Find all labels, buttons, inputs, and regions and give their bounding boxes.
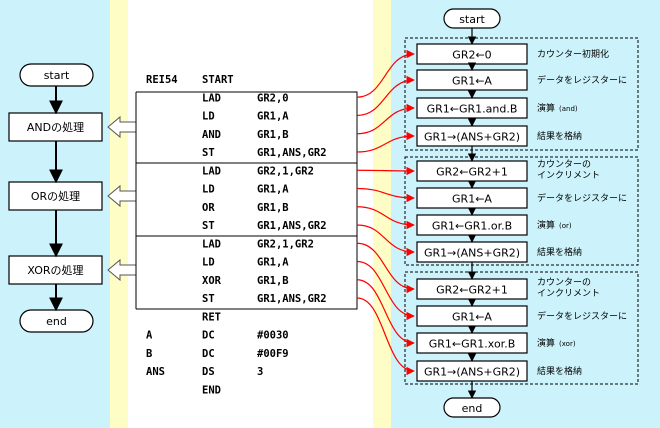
hollow-arrow xyxy=(107,184,137,208)
right-process-label: GR1→(ANS+GR2) xyxy=(424,247,520,260)
code-cell: RET xyxy=(202,311,221,323)
right-process-label: GR1←GR1.xor.B xyxy=(429,338,516,351)
code-link-arrow xyxy=(356,224,415,257)
code-cell: GR1,B xyxy=(257,202,289,214)
right-process-label: GR2←GR2+1 xyxy=(436,284,508,297)
code-cell: GR1,A xyxy=(257,184,289,196)
right-group-frame xyxy=(404,37,639,151)
left-process-label: ANDの処理 xyxy=(27,121,84,134)
right-start-label: start xyxy=(459,13,485,26)
right-end-label: end xyxy=(462,402,483,415)
code-cell: END xyxy=(202,384,221,396)
right-process-label: GR1→(ANS+GR2) xyxy=(424,131,520,144)
code-cell: LAD xyxy=(202,238,221,250)
code-cell: OR xyxy=(202,202,215,214)
right-note: データをレジスターに xyxy=(537,74,627,86)
code-cell: ANS xyxy=(146,366,165,378)
right-process-label: GR2←GR2+1 xyxy=(436,166,508,179)
right-note: データをレジスターに xyxy=(537,310,627,322)
code-cell: GR2,0 xyxy=(257,92,289,104)
code-cell: DC xyxy=(202,348,215,360)
code-cell: GR2,1,GR2 xyxy=(257,238,314,250)
right-note: 演算 xyxy=(537,102,555,114)
code-cell: LD xyxy=(202,111,215,123)
code-cell: DS xyxy=(202,366,215,378)
right-note: 結果を格納 xyxy=(537,365,582,377)
code-link-arrow xyxy=(356,103,415,135)
code-link-arrow xyxy=(356,187,415,203)
code-cell: LAD xyxy=(202,165,221,177)
left-process-label: XORの処理 xyxy=(27,264,83,277)
right-note: 演算 xyxy=(537,219,555,231)
code-cell: GR1,B xyxy=(257,129,289,141)
code-link-arrow xyxy=(356,297,415,376)
left-end-label: end xyxy=(46,315,67,328)
code-cell: A xyxy=(146,330,153,342)
code-cell: GR1,A xyxy=(257,257,289,269)
code-cell: ST xyxy=(202,147,215,159)
code-link-arrow xyxy=(356,131,415,153)
code-cell: LAD xyxy=(202,92,221,104)
program-panel xyxy=(128,0,373,428)
left-start-label: start xyxy=(44,69,70,82)
right-note: 結果を格納 xyxy=(537,130,582,142)
right-group-frame xyxy=(404,156,639,266)
left-process-label: ORの処理 xyxy=(31,190,80,203)
code-cell: GR1,ANS,GR2 xyxy=(257,147,327,159)
code-link-arrow xyxy=(356,260,415,321)
code-cell: XOR xyxy=(202,275,222,287)
code-link-arrow xyxy=(356,242,415,294)
right-note: インクリメント xyxy=(537,288,600,299)
right-note: 結果を格納 xyxy=(537,246,582,258)
right-note: カウンターの xyxy=(537,277,591,288)
code-cell: GR1,ANS,GR2 xyxy=(257,220,327,232)
code-link-arrow xyxy=(356,49,415,98)
code-cell: ST xyxy=(202,220,215,232)
code-cell: B xyxy=(146,348,152,360)
right-process-label: GR2←0 xyxy=(452,49,491,62)
code-block-bracket xyxy=(136,235,358,310)
code-cell: AND xyxy=(202,129,221,141)
code-cell: LD xyxy=(202,184,215,196)
hollow-arrow xyxy=(107,258,137,282)
right-note: (or) xyxy=(559,222,572,230)
code-cell: LD xyxy=(202,257,215,269)
code-link-arrow xyxy=(356,206,415,230)
right-process-label: GR1←A xyxy=(452,75,492,88)
code-cell: REI54 xyxy=(146,74,178,86)
right-note: カウンターの xyxy=(537,159,591,170)
right-note: (xor) xyxy=(559,340,576,348)
right-note: インクリメント xyxy=(537,170,600,181)
code-link-arrow xyxy=(356,279,415,348)
code-link-arrow xyxy=(356,75,415,117)
code-link-arrow xyxy=(356,166,415,176)
left-stripe xyxy=(110,0,128,428)
code-cell: ST xyxy=(202,293,215,305)
right-process-label: GR1←GR1.and.B xyxy=(427,103,518,116)
code-cell: GR1,B xyxy=(257,275,289,287)
code-cell: DC xyxy=(202,330,215,342)
code-cell: GR2,1,GR2 xyxy=(257,165,314,177)
right-process-label: GR1←A xyxy=(452,193,492,206)
code-cell: 3 xyxy=(257,366,263,378)
right-note: カウンター初期化 xyxy=(537,48,609,60)
right-note: データをレジスターに xyxy=(537,192,627,204)
code-cell: GR1,A xyxy=(257,111,289,123)
code-cell: #00F9 xyxy=(257,348,289,360)
code-cell: #0030 xyxy=(257,330,289,342)
code-cell: GR1,ANS,GR2 xyxy=(257,293,327,305)
hollow-arrow xyxy=(107,115,137,139)
code-cell: START xyxy=(202,74,234,86)
right-process-label: GR1←A xyxy=(452,311,492,324)
right-note: 演算 xyxy=(537,337,555,349)
right-process-label: GR1→(ANS+GR2) xyxy=(424,366,520,379)
right-note: (and) xyxy=(559,105,578,113)
right-group-frame xyxy=(404,271,639,385)
right-process-label: GR1←GR1.or.B xyxy=(432,220,512,233)
